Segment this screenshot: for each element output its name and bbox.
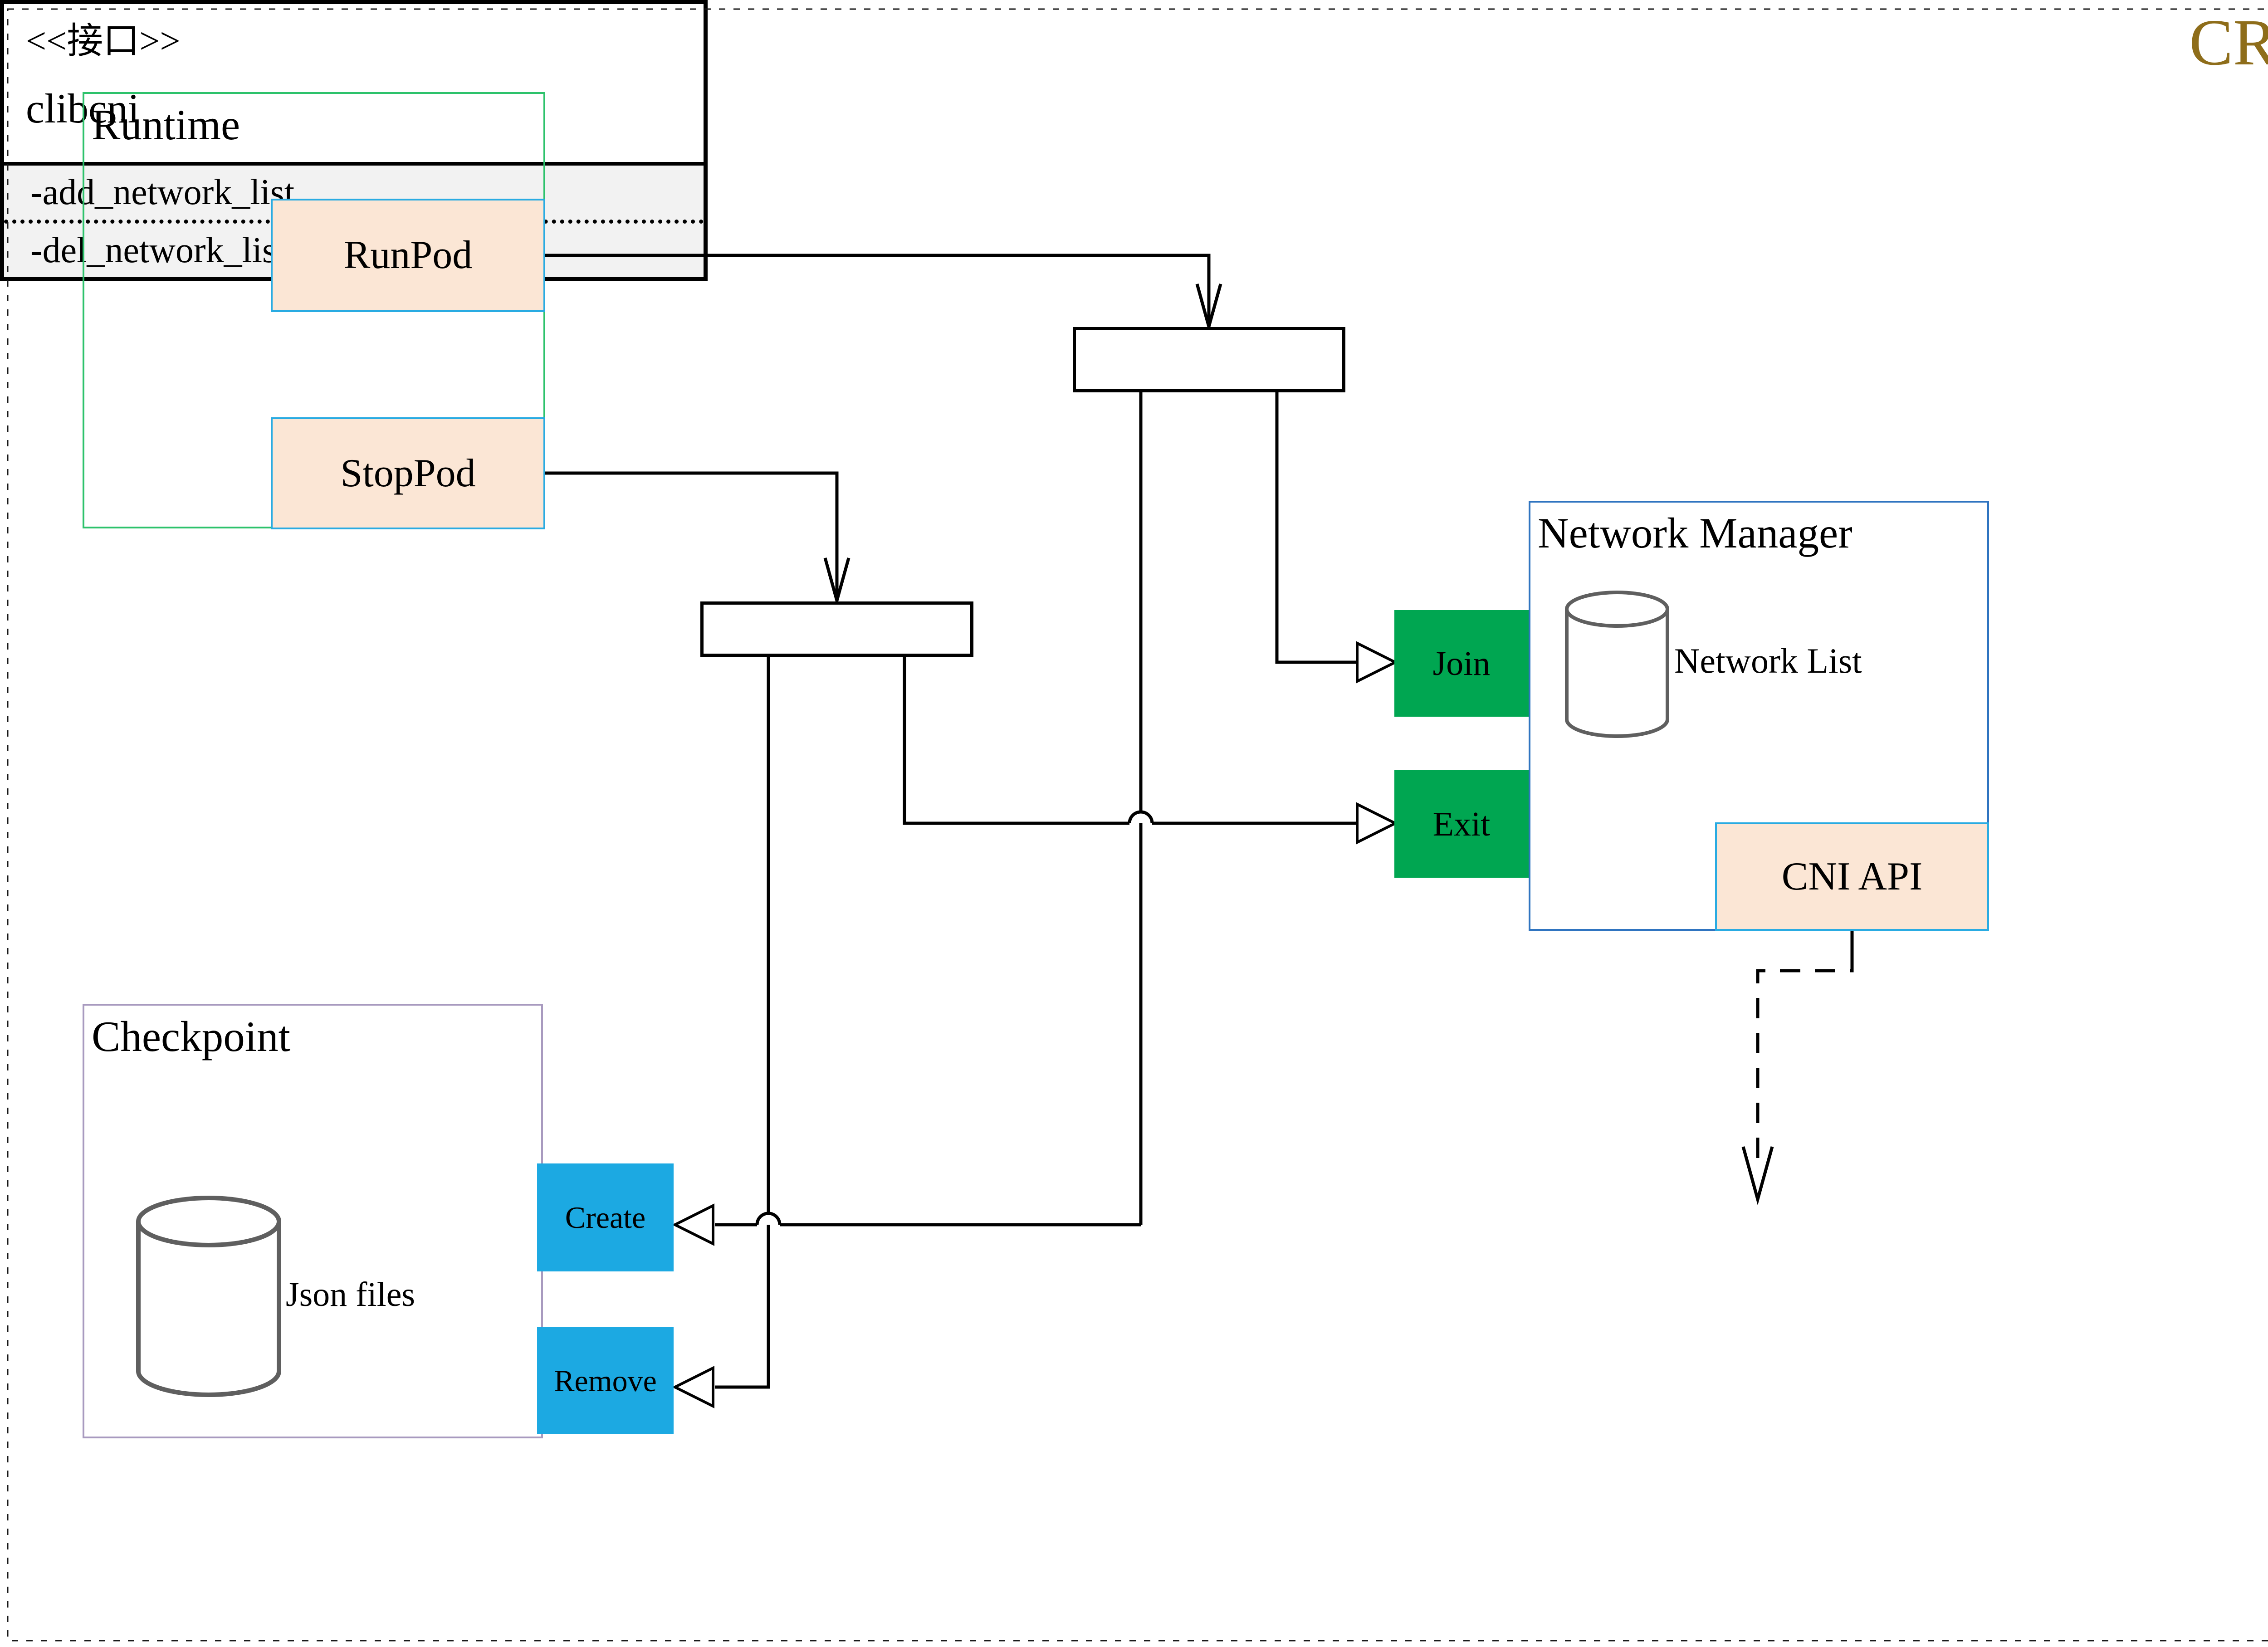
network-list-label: Network List bbox=[1674, 641, 1862, 680]
create-node: Create bbox=[537, 1163, 674, 1271]
interface-member: -add_network_list bbox=[30, 172, 295, 213]
line-hop bbox=[1128, 810, 1154, 824]
line-hop bbox=[755, 1212, 782, 1225]
page-dashed-border bbox=[7, 8, 2268, 1642]
connector-junction2-to-remove bbox=[715, 655, 770, 1389]
connector-cniapi-to-clibcni-dashed bbox=[1741, 930, 1854, 1206]
network-list-db-icon bbox=[1565, 591, 1669, 738]
junction-rect-stoppod bbox=[700, 601, 973, 657]
json-files-label: Json files bbox=[286, 1276, 415, 1314]
exit-hollow-arrowhead bbox=[1356, 802, 1398, 845]
cni-api-node: CNI API bbox=[1715, 822, 1989, 931]
connector-stoppod-to-junction2 bbox=[544, 471, 850, 607]
create-hollow-arrowhead bbox=[672, 1203, 714, 1246]
open-v-arrowhead bbox=[1195, 283, 1222, 333]
runpod-node: RunPod bbox=[271, 199, 545, 312]
junction-rect-runpod bbox=[1073, 327, 1345, 392]
connector-junction1-to-join bbox=[1275, 391, 1357, 664]
clibcni-interface-class-box: <<接口>> clibcni -add_network_list -del_ne… bbox=[0, 0, 708, 281]
interface-stereotype-label: <<接口>> bbox=[26, 21, 181, 61]
open-v-arrowhead bbox=[823, 557, 850, 607]
join-hollow-arrowhead bbox=[1356, 641, 1398, 684]
exit-node: Exit bbox=[1394, 770, 1529, 878]
network-manager-title: Network Manager bbox=[1538, 509, 1853, 557]
connector-junction2-to-exit bbox=[903, 655, 1357, 825]
clibcni-header-section: <<接口>> clibcni bbox=[4, 4, 704, 162]
json-files-db-icon bbox=[136, 1196, 281, 1397]
connector-runpod-to-junction1 bbox=[544, 254, 1222, 333]
cri-title-badge: CRI bbox=[2189, 6, 2268, 79]
remove-node: Remove bbox=[537, 1327, 674, 1434]
join-node: Join bbox=[1394, 610, 1529, 717]
open-v-arrowhead bbox=[1741, 1146, 1774, 1206]
stoppod-node: StopPod bbox=[271, 417, 545, 529]
runtime-title: Runtime bbox=[92, 101, 240, 149]
connector-junction1-to-create-horizontal bbox=[715, 1212, 1141, 1227]
remove-hollow-arrowhead bbox=[672, 1366, 714, 1408]
checkpoint-title: Checkpoint bbox=[92, 1012, 290, 1061]
